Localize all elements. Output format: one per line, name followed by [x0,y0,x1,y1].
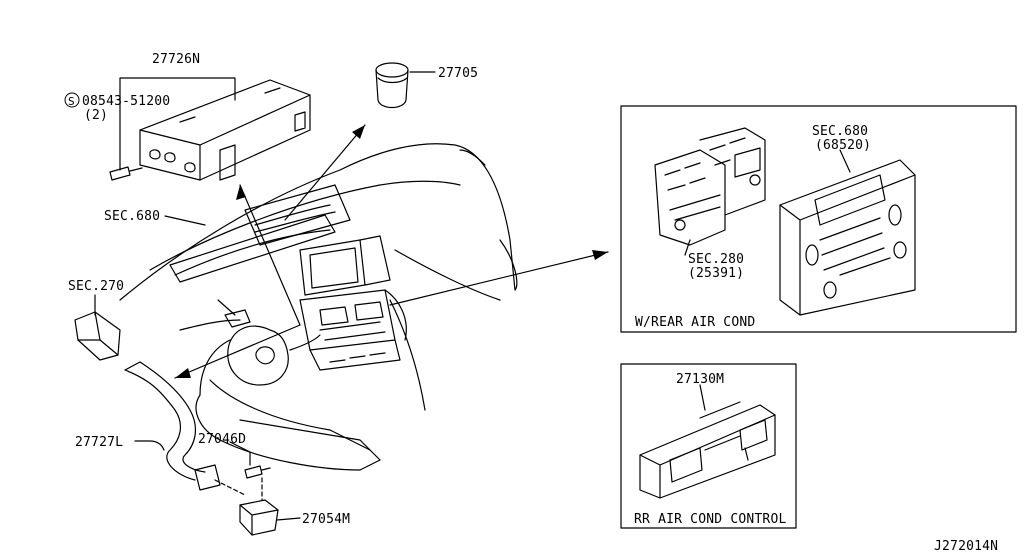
label-08543-51200: 08543-51200 [82,94,170,109]
label-sec680-right: SEC.680 [812,124,868,139]
screw-27046D [244,465,271,479]
circle-s-icon [64,92,80,108]
label-sec680-left: SEC.680 [104,209,160,224]
part-sec270-sensor [74,311,121,361]
rr-air-cond-control-box [620,363,797,529]
part-27054M [239,499,279,536]
label-sec270: SEC.270 [68,279,124,294]
label-sec680-right-sub: (68520) [815,138,871,153]
label-08543-qty: (2) [84,108,108,123]
label-sec280: SEC.280 [688,252,744,267]
part-27705 [375,62,409,109]
label-rr-air-cond-control: RR AIR COND CONTROL [634,512,787,527]
label-27726N: 27726N [152,52,200,67]
dashed-link [214,477,263,501]
leader-sec680-right [839,149,851,173]
rear-air-cond-box [620,105,1017,333]
label-27046D: 27046D [198,432,246,447]
dashboard-illustration [119,143,518,471]
arrows [174,124,609,379]
label-rear-air-cond: W/REAR AIR COND [635,315,755,330]
arrow-heads [175,125,608,378]
label-27130M: 27130M [676,372,724,387]
hose-27727L [124,361,221,491]
hvac-unit-left [654,127,766,246]
diagram-id: J272014N [934,539,998,554]
label-circle-s: S [68,95,75,108]
leader-sec280 [684,239,691,256]
label-27054M: 27054M [302,512,350,527]
module-27726N [139,79,311,181]
hvac-panel-right [779,159,916,316]
label-27727L: 27727L [75,435,123,450]
label-sec280-sub: (25391) [688,266,744,281]
leader-lines [94,71,436,521]
label-27705: 27705 [438,66,478,81]
leader-27130M [699,384,706,411]
screw-08543 [109,166,143,181]
rr-control-unit-27130M [639,401,776,499]
